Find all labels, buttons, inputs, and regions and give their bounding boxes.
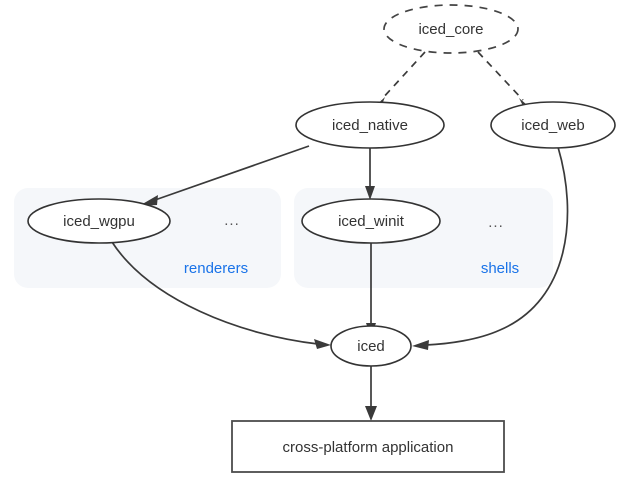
edge-iced-native-to-iced-wgpu-line	[154, 145, 310, 201]
node-iced-label: iced	[357, 338, 385, 355]
edge-iced-to-application	[365, 366, 377, 421]
node-iced-native[interactable]: iced_native	[295, 101, 445, 149]
edge-iced-core-to-iced-native-line	[380, 51, 426, 101]
edge-iced-wgpu-to-iced-arrow	[314, 339, 331, 349]
edge-iced-core-to-iced-web-line	[477, 51, 524, 101]
cluster-shells-more: ...	[488, 214, 504, 231]
cluster-renderers-label: renderers	[184, 260, 248, 277]
edge-iced-to-application-arrow	[365, 406, 377, 421]
node-iced-wgpu[interactable]: iced_wgpu	[27, 198, 171, 244]
edge-iced-web-to-iced	[412, 146, 569, 350]
edge-iced-web-to-iced-line	[425, 146, 569, 346]
edge-iced-core-to-iced-web	[477, 51, 534, 111]
node-iced-web-shape[interactable]	[490, 101, 616, 149]
edge-iced-native-to-iced-winit	[365, 148, 375, 200]
node-iced-winit-label: iced_winit	[338, 213, 405, 230]
node-iced-core[interactable]: iced_core	[383, 4, 519, 54]
node-cross-platform-application-label: cross-platform application	[283, 439, 454, 456]
edge-iced-wgpu-to-iced	[111, 241, 331, 349]
node-iced-native-shape[interactable]	[295, 101, 445, 149]
node-iced-winit[interactable]: iced_winit	[301, 198, 441, 244]
node-iced-core-label: iced_core	[418, 21, 483, 38]
node-iced-wgpu-shape[interactable]	[27, 198, 171, 244]
node-cross-platform-application-shape[interactable]	[231, 420, 505, 473]
node-iced-native-label: iced_native	[332, 117, 408, 134]
node-iced-web-label: iced_web	[521, 117, 584, 134]
node-iced-winit-shape[interactable]	[301, 198, 441, 244]
edge-iced-wgpu-to-iced-line	[111, 241, 319, 345]
node-iced[interactable]: iced	[330, 325, 412, 367]
node-cross-platform-application[interactable]: cross-platform application	[231, 420, 505, 473]
node-iced-wgpu-label: iced_wgpu	[63, 213, 135, 230]
cluster-renderers-more: ...	[224, 212, 240, 229]
edge-iced-web-to-iced-arrow	[412, 340, 429, 350]
node-iced-web[interactable]: iced_web	[490, 101, 616, 149]
edge-iced-core-to-iced-native	[371, 51, 426, 110]
cluster-shells-label: shells	[481, 260, 519, 277]
edge-iced-native-to-iced-winit-arrow	[365, 186, 375, 200]
node-iced-shape[interactable]	[330, 325, 412, 367]
node-iced-core-shape[interactable]	[383, 4, 519, 54]
